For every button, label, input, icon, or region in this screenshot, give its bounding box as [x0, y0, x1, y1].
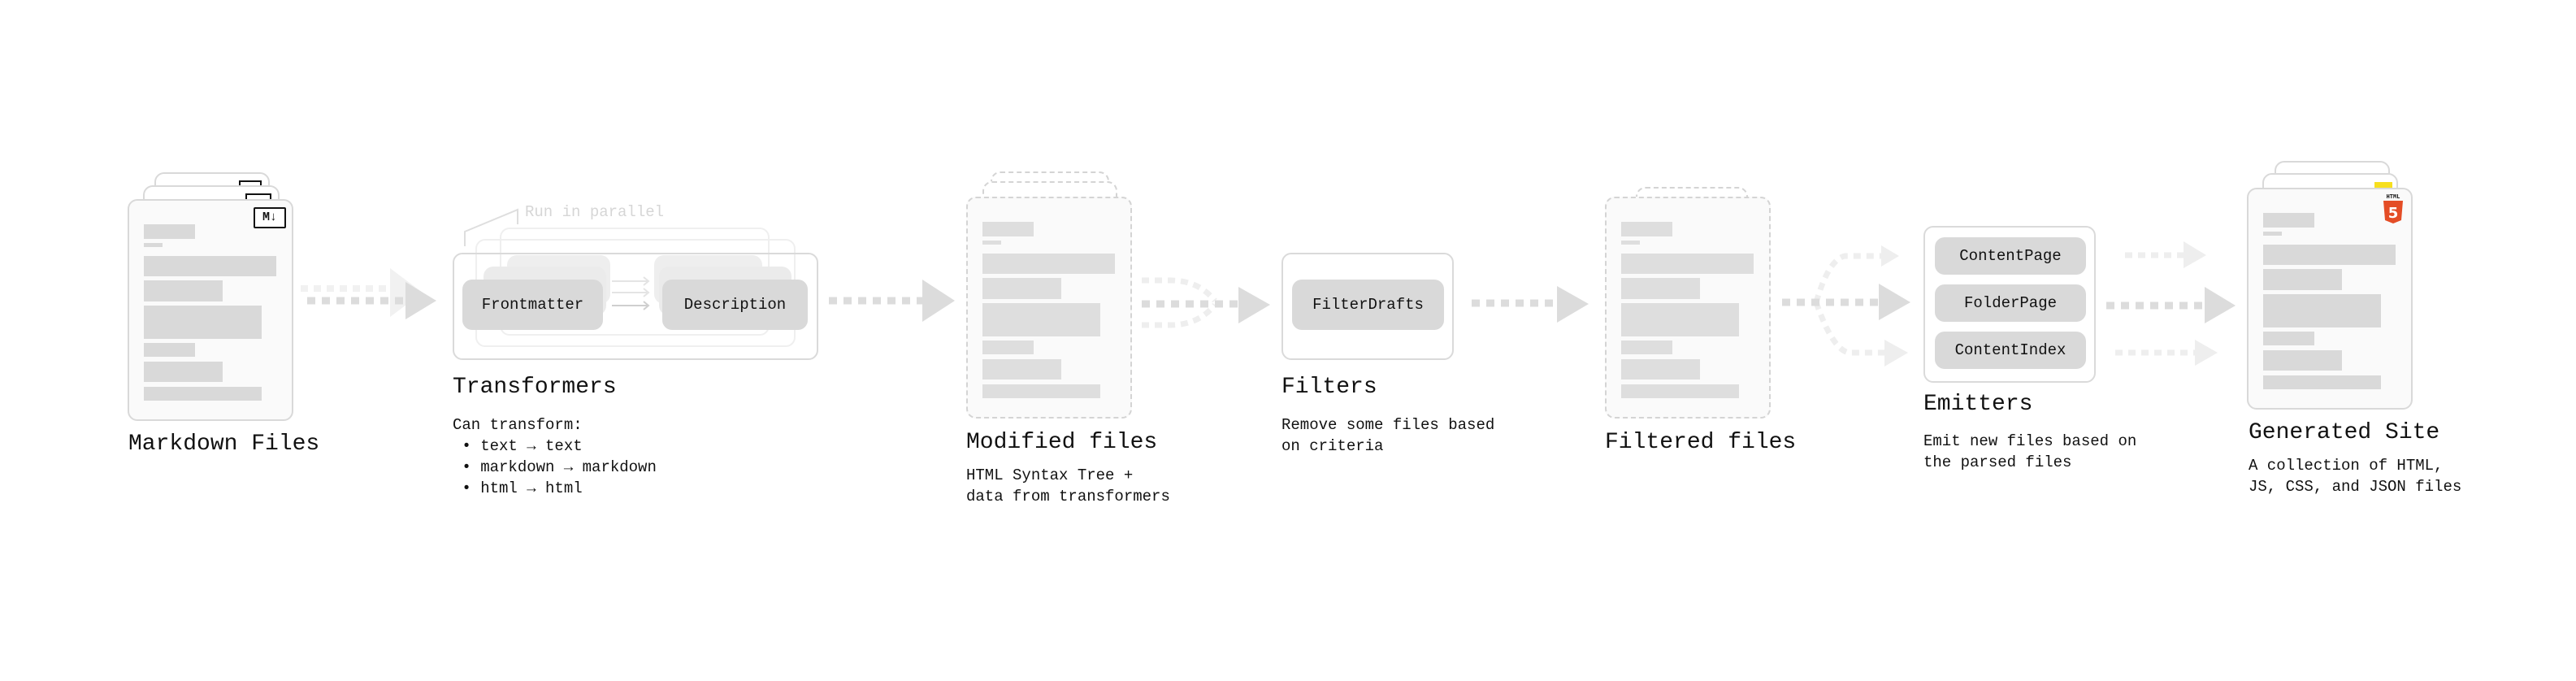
transformers-desc-intro: Can transform:: [453, 416, 583, 434]
arrow-filters-to-filtered: [1472, 286, 1589, 323]
desc-line: the parsed files: [1923, 453, 2072, 471]
arrow-transformers-to-modified: [829, 280, 955, 322]
content-bar: [1621, 278, 1700, 299]
arrow-modified-to-filters: [1142, 277, 1270, 328]
content-bar: [2263, 350, 2342, 371]
run-in-parallel-note: Run in parallel: [525, 203, 665, 221]
filtered-file-card: [1605, 197, 1771, 419]
emitters-title: Emitters: [1923, 392, 2033, 417]
transformers-bullet: • text → text: [453, 437, 583, 455]
html5-shield: 5: [2383, 201, 2403, 223]
filters-title: Filters: [1281, 375, 1377, 400]
filtered-files-title: Filtered files: [1605, 430, 1797, 455]
markdown-file-card: M↓: [128, 199, 293, 421]
transformers-title: Transformers: [453, 375, 617, 400]
contentpage-plugin: ContentPage: [1935, 237, 2086, 275]
content-bar: [2263, 294, 2381, 327]
content-bar: [982, 303, 1100, 336]
content-bar: [1621, 241, 1640, 245]
content-bar: [2263, 232, 2282, 236]
transformers-bullet: • html → html: [453, 479, 583, 497]
content-bar: [144, 256, 276, 276]
html5-label: HTML: [2386, 194, 2400, 201]
modified-files-description: HTML Syntax Tree + data from transformer…: [966, 465, 1170, 507]
bullet-text: markdown → markdown: [480, 458, 657, 476]
transformer-chain-arrows: [612, 276, 650, 310]
desc-line: data from transformers: [966, 488, 1170, 505]
bullet-text: html → html: [480, 479, 583, 497]
content-bar: [2263, 332, 2314, 345]
content-bar: [144, 280, 223, 301]
filters-description: Remove some files based on criteria: [1281, 414, 1494, 457]
arrow-filtered-to-emitters: [1782, 245, 1910, 367]
desc-line: Emit new files based on: [1923, 432, 2137, 450]
content-bar: [1621, 359, 1700, 380]
content-bar: [1621, 303, 1739, 336]
js-icon: [2374, 182, 2392, 190]
generated-site-description: A collection of HTML, JS, CSS, and JSON …: [2249, 455, 2461, 497]
frontmatter-plugin: Frontmatter: [462, 280, 603, 330]
content-bar: [982, 254, 1115, 274]
content-bar: [982, 278, 1061, 299]
content-bar: [1621, 340, 1672, 354]
filterdrafts-plugin: FilterDrafts: [1292, 280, 1444, 330]
content-bar: [144, 306, 262, 339]
content-bar: [982, 222, 1034, 236]
generated-file-card: HTML 5: [2247, 188, 2413, 410]
modified-file-card: [966, 197, 1132, 419]
desc-line: HTML Syntax Tree +: [966, 466, 1134, 484]
folderpage-plugin: FolderPage: [1935, 284, 2086, 322]
content-bar: [982, 340, 1034, 354]
markdown-icon: M↓: [254, 207, 286, 228]
contentindex-plugin: ContentIndex: [1935, 332, 2086, 369]
transformers-box: [453, 253, 818, 360]
desc-line: A collection of HTML,: [2249, 457, 2444, 475]
description-plugin: Description: [662, 280, 808, 330]
markdown-files-title: Markdown Files: [128, 432, 320, 457]
content-bar: [144, 343, 195, 357]
emitters-description: Emit new files based on the parsed files: [1923, 431, 2136, 473]
transformers-description: Can transform: • text → text • markdown …: [453, 414, 657, 499]
content-bar: [1621, 384, 1739, 398]
desc-line: Remove some files based: [1281, 416, 1495, 434]
svg-text:5: 5: [2388, 205, 2399, 222]
parallel-bracket: [464, 208, 518, 246]
generated-site-title: Generated Site: [2249, 420, 2440, 445]
content-bar: [982, 384, 1100, 398]
desc-line: JS, CSS, and JSON files: [2249, 478, 2462, 496]
modified-files-title: Modified files: [966, 430, 1158, 455]
content-bar: [144, 362, 223, 382]
content-bar: [144, 243, 163, 247]
arrow-emitters-to-generated: [2106, 241, 2236, 366]
content-bar: [2263, 269, 2342, 290]
content-bar: [1621, 254, 1754, 274]
arrow-markdown-to-transformers: [301, 268, 436, 319]
desc-line: on criteria: [1281, 437, 1384, 455]
content-bar: [982, 241, 1001, 245]
content-bar: [982, 359, 1061, 380]
content-bar: [1621, 222, 1672, 236]
content-bar: [2263, 375, 2381, 389]
html5-icon: HTML 5: [2383, 194, 2404, 223]
bullet-text: text → text: [480, 437, 583, 455]
content-bar: [144, 224, 195, 239]
content-bar: [144, 387, 262, 401]
content-bar: [2263, 245, 2396, 265]
transformers-bullet: • markdown → markdown: [453, 458, 657, 476]
content-bar: [2263, 213, 2314, 228]
